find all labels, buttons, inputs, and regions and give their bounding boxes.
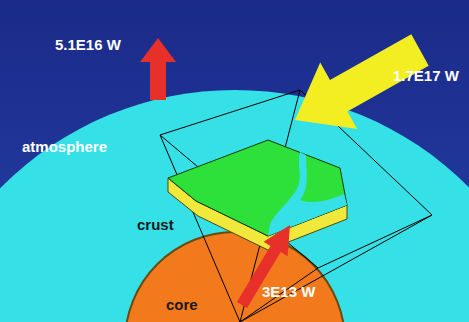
atmosphere-circle — [0, 90, 469, 322]
water — [268, 152, 347, 236]
layer-label: crust — [137, 217, 174, 234]
wedge-lines — [160, 90, 432, 322]
power-label: 5.1E16 W — [55, 37, 121, 54]
layer-label: core — [166, 297, 198, 314]
power-label: 3E13 W — [262, 284, 315, 301]
core-circle — [125, 232, 345, 322]
crust-block-top — [168, 140, 347, 236]
outgoing-arrow — [140, 38, 176, 100]
layer-label: atmosphere — [22, 139, 107, 156]
power-label: 1.7E17 W — [393, 68, 459, 85]
